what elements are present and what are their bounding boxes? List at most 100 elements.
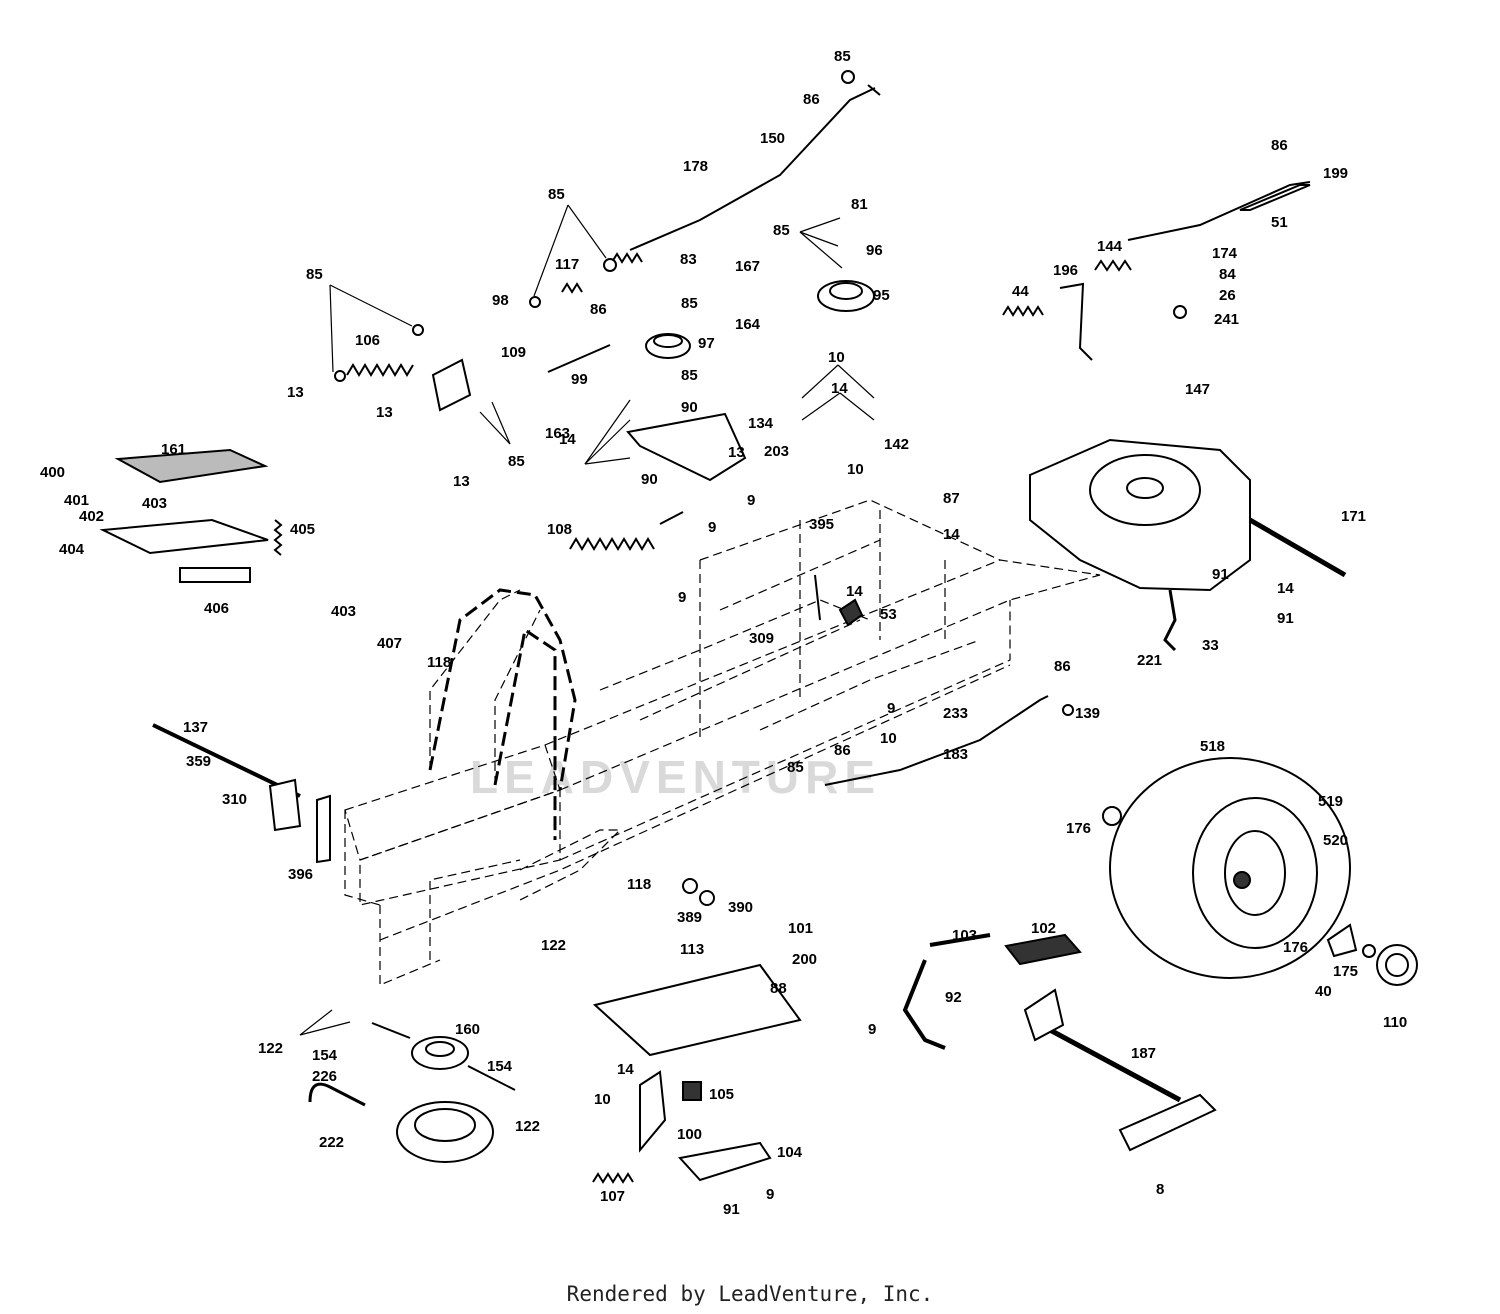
part-number-label: 9 bbox=[747, 492, 755, 509]
part-number-label: 122 bbox=[515, 1118, 540, 1135]
part-number-label: 9 bbox=[678, 589, 686, 606]
part-number-label: 103 bbox=[952, 927, 977, 944]
part-number-label: 221 bbox=[1137, 652, 1162, 669]
part-number-label: 117 bbox=[555, 256, 579, 273]
part-number-label: 395 bbox=[809, 516, 834, 533]
part-number-label: 98 bbox=[492, 292, 509, 309]
part-number-label: 400 bbox=[40, 464, 65, 481]
part-number-label: 118 bbox=[427, 654, 451, 671]
part-number-label: 147 bbox=[1185, 381, 1210, 398]
part-number-label: 86 bbox=[1054, 658, 1071, 675]
part-number-label: 9 bbox=[868, 1021, 876, 1038]
leader-lines bbox=[299, 204, 875, 1036]
part-number-label: 106 bbox=[355, 332, 380, 349]
part-number-label: 396 bbox=[288, 866, 313, 883]
part-number-label: 404 bbox=[59, 541, 85, 558]
part-number-label: 403 bbox=[142, 495, 167, 512]
part-number-label: 84 bbox=[1219, 266, 1236, 283]
part-number-label: 99 bbox=[571, 371, 588, 388]
part-number-label: 407 bbox=[377, 635, 402, 652]
part-number-label: 81 bbox=[851, 196, 868, 213]
part-number-label: 187 bbox=[1131, 1045, 1156, 1062]
part-number-label: 13 bbox=[728, 444, 745, 461]
chassis-frame bbox=[344, 499, 1101, 986]
part-number-label: 174 bbox=[1212, 245, 1238, 262]
part-number-label: 222 bbox=[319, 1134, 344, 1151]
part-number-label: 154 bbox=[312, 1047, 338, 1064]
part-number-label: 53 bbox=[880, 606, 897, 623]
part-number-label: 401 bbox=[64, 492, 89, 509]
part-number-label: 137 bbox=[183, 719, 208, 736]
part-number-label: 104 bbox=[777, 1144, 803, 1161]
part-number-label: 33 bbox=[1202, 637, 1219, 654]
part-number-label: 134 bbox=[748, 415, 774, 432]
part-number-label: 97 bbox=[698, 335, 715, 352]
part-number-label: 85 bbox=[681, 295, 698, 312]
part-number-label: 519 bbox=[1318, 793, 1343, 810]
part-number-label: 200 bbox=[792, 951, 817, 968]
part-number-label: 14 bbox=[617, 1061, 634, 1078]
watermark-text: LEADVENTURE bbox=[470, 751, 881, 803]
part-number-label: 85 bbox=[681, 367, 698, 384]
part-number-label: 150 bbox=[760, 130, 785, 147]
part-number-label: 402 bbox=[79, 508, 104, 525]
part-number-label: 13 bbox=[453, 473, 470, 490]
part-number-label: 226 bbox=[312, 1068, 337, 1085]
part-number-label: 10 bbox=[847, 461, 864, 478]
part-number-label: 176 bbox=[1066, 820, 1091, 837]
part-number-label: 203 bbox=[764, 443, 789, 460]
part-number-label: 14 bbox=[831, 380, 848, 397]
part-number-label: 109 bbox=[501, 344, 526, 361]
part-number-label: 87 bbox=[943, 490, 960, 507]
part-number-label: 122 bbox=[258, 1040, 283, 1057]
part-shapes bbox=[99, 70, 1418, 1184]
part-number-label: 160 bbox=[455, 1021, 480, 1038]
part-number-label: 14 bbox=[559, 431, 576, 448]
part-number-label: 91 bbox=[723, 1201, 740, 1218]
part-number-label: 233 bbox=[943, 705, 968, 722]
part-number-label: 92 bbox=[945, 989, 962, 1006]
part-number-label: 88 bbox=[770, 980, 787, 997]
part-number-label: 26 bbox=[1219, 287, 1236, 304]
part-number-label: 241 bbox=[1214, 311, 1239, 328]
part-number-label: 199 bbox=[1323, 165, 1348, 182]
part-number-label: 86 bbox=[1271, 137, 1288, 154]
part-number-label: 406 bbox=[204, 600, 229, 617]
part-number-label: 118 bbox=[627, 876, 651, 893]
part-number-label: 91 bbox=[1277, 610, 1294, 627]
part-number-label: 309 bbox=[749, 630, 774, 647]
part-number-label: 167 bbox=[735, 258, 760, 275]
part-number-label: 44 bbox=[1012, 283, 1029, 300]
part-number-label: 390 bbox=[728, 899, 753, 916]
part-number-label: 90 bbox=[641, 471, 658, 488]
part-number-label: 139 bbox=[1075, 705, 1100, 722]
part-number-label: 85 bbox=[508, 453, 525, 470]
part-number-label: 142 bbox=[884, 436, 909, 453]
part-number-label: 85 bbox=[306, 266, 323, 283]
part-number-label: 163 bbox=[545, 425, 570, 442]
part-number-label: 91 bbox=[1212, 566, 1229, 583]
part-number-label: 86 bbox=[834, 742, 851, 759]
part-number-label: 175 bbox=[1333, 963, 1358, 980]
part-number-label: 108 bbox=[547, 521, 572, 538]
part-number-label: 107 bbox=[600, 1188, 625, 1205]
part-number-label: 122 bbox=[541, 937, 566, 954]
part-number-label: 85 bbox=[548, 186, 565, 203]
part-number-label: 171 bbox=[1341, 508, 1366, 525]
part-number-label: 110 bbox=[1383, 1014, 1407, 1031]
part-number-labels: 85 86 150 178 85 117 98 85 106 13 13 109… bbox=[40, 48, 1407, 1218]
part-number-label: 518 bbox=[1200, 738, 1225, 755]
part-number-label: 51 bbox=[1271, 214, 1288, 231]
part-number-label: 85 bbox=[787, 759, 804, 776]
part-number-label: 14 bbox=[846, 583, 863, 600]
part-number-label: 102 bbox=[1031, 920, 1056, 937]
part-number-label: 183 bbox=[943, 746, 968, 763]
part-number-label: 14 bbox=[1277, 580, 1294, 597]
part-number-label: 9 bbox=[766, 1186, 774, 1203]
part-number-label: 176 bbox=[1283, 939, 1308, 956]
part-number-label: 96 bbox=[866, 242, 883, 259]
part-number-label: 14 bbox=[943, 526, 960, 543]
part-number-label: 9 bbox=[708, 519, 716, 536]
part-number-label: 83 bbox=[680, 251, 697, 268]
